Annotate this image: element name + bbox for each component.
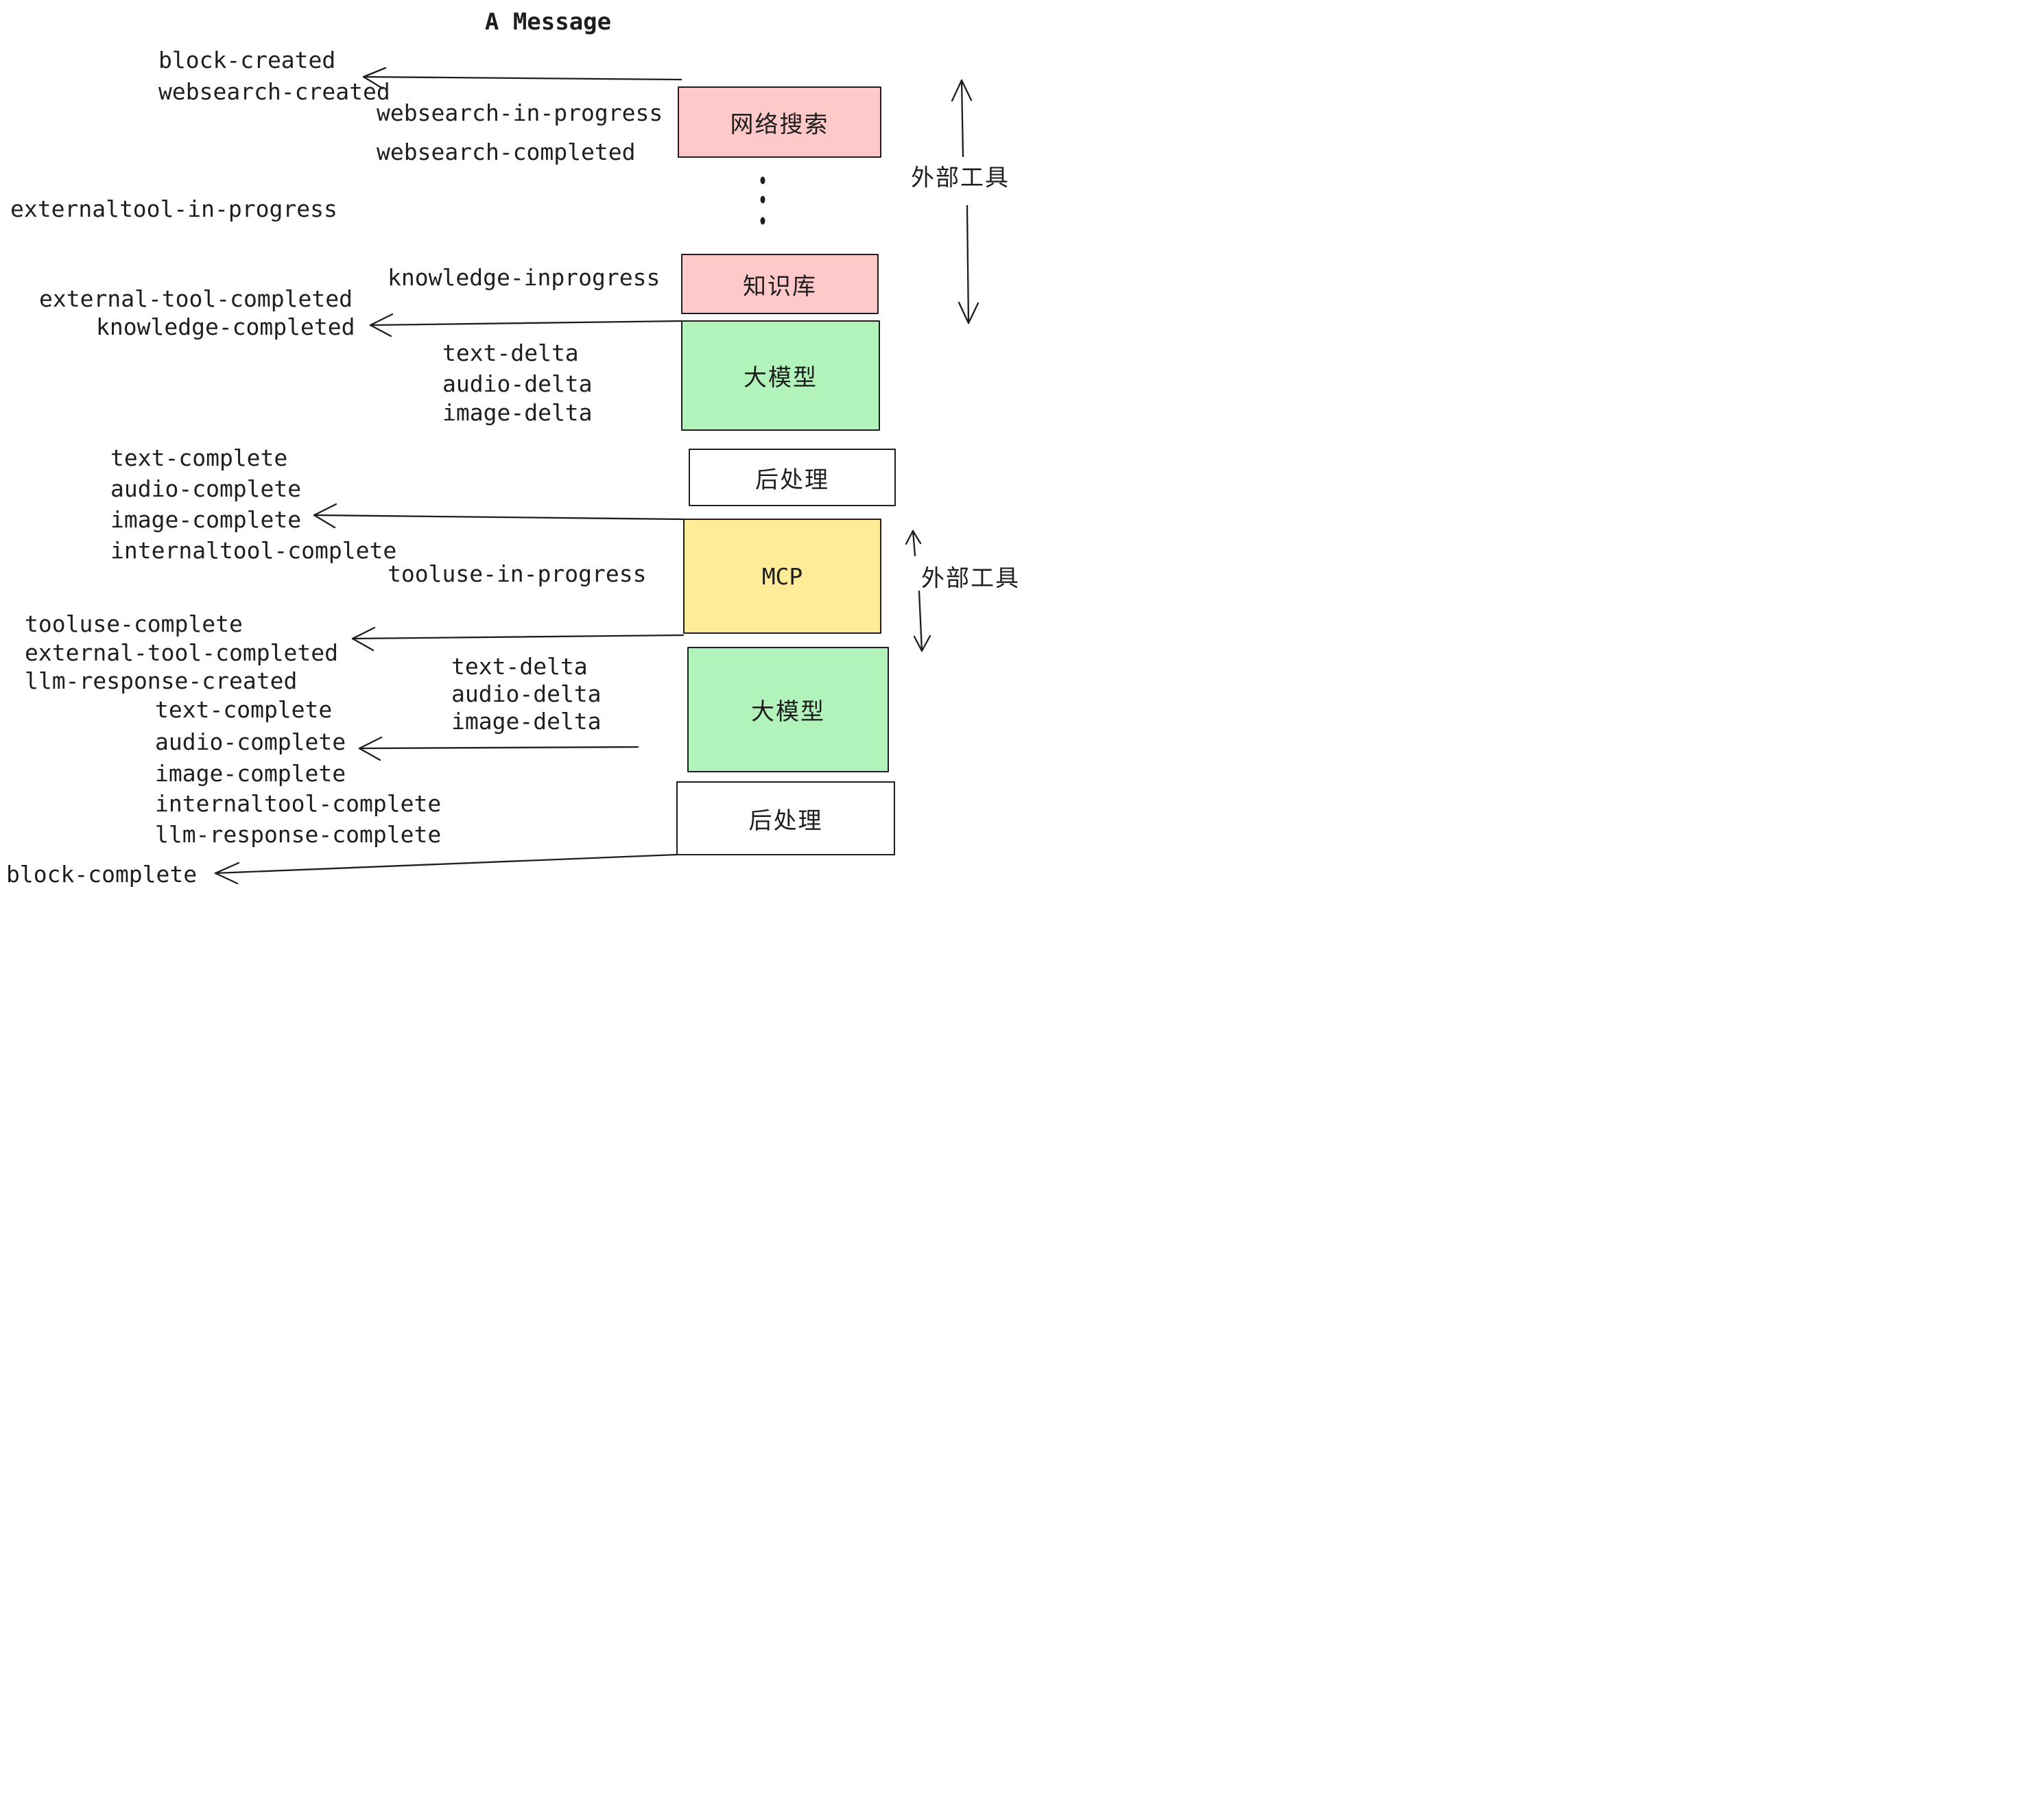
ellipsis-dots [760, 176, 765, 225]
event-label-audio-complete-1: audio-complete [110, 475, 302, 502]
node-postprocess-2-label: 后处理 [748, 807, 823, 835]
diagram-canvas: A Message block-created websearch-create… [0, 0, 1022, 902]
event-label-text-delta-1: text-delta [442, 340, 579, 366]
event-label-image-delta-2: image-delta [451, 708, 602, 735]
event-label-audio-delta-2: audio-delta [451, 680, 602, 707]
event-label-knowledge-inprogress: knowledge-inprogress [388, 264, 661, 291]
event-label-text-complete-2: text-complete [155, 696, 333, 723]
node-llm-2-label: 大模型 [751, 698, 825, 726]
arrow-external-tools-mcp-down [913, 590, 931, 652]
event-label-image-complete-1: image-complete [110, 506, 302, 533]
event-label-llm-response-complete: llm-response-complete [155, 821, 442, 848]
event-label-tooluse-complete: tooluse-complete [25, 610, 243, 637]
node-llm-1: 大模型 [681, 320, 880, 431]
event-label-externaltool-in-progress: externaltool-in-progress [10, 195, 337, 222]
event-label-image-complete-2: image-complete [155, 760, 346, 787]
external-tools-annotation-top: 外部工具 [911, 164, 1010, 192]
event-label-internaltool-complete-1: internaltool-complete [110, 537, 397, 564]
arrow-external-tools-down [958, 204, 979, 324]
event-label-block-created: block-created [158, 47, 336, 73]
arrow-external-tools-up [951, 79, 973, 158]
diagram-title: A Message [484, 8, 612, 36]
node-knowledge-label: 知识库 [743, 272, 817, 300]
node-llm-2: 大模型 [687, 647, 889, 772]
arrow-to-image-complete-1 [313, 503, 685, 529]
event-label-block-complete: block-complete [6, 861, 198, 888]
node-websearch: 网络搜索 [678, 86, 881, 158]
node-mcp: MCP [683, 519, 881, 634]
node-llm-1-label: 大模型 [744, 364, 818, 392]
event-label-text-delta-2: text-delta [451, 653, 588, 680]
arrow-to-tooluse-complete [351, 626, 685, 652]
event-label-external-tool-completed-2: external-tool-completed [25, 639, 338, 666]
arrow-external-tools-mcp-up [905, 530, 922, 557]
event-label-text-complete-1: text-complete [110, 444, 288, 471]
arrow-to-block-complete [214, 853, 678, 885]
event-label-audio-delta-1: audio-delta [442, 370, 593, 397]
event-label-audio-complete-2: audio-complete [155, 728, 346, 755]
arrows-layer [214, 67, 979, 885]
event-label-tooluse-in-progress: tooluse-in-progress [388, 560, 647, 587]
event-label-internaltool-complete-2: internaltool-complete [155, 790, 442, 817]
event-label-websearch-completed: websearch-completed [377, 139, 636, 165]
event-label-external-tool-completed-1: external-tool-completed [39, 285, 353, 312]
arrow-to-audio-complete-2 [358, 736, 639, 761]
node-postprocess-2: 后处理 [676, 781, 895, 855]
event-label-websearch-in-progress: websearch-in-progress [377, 99, 663, 126]
node-mcp-label: MCP [761, 562, 803, 590]
event-label-websearch-created: websearch-created [158, 78, 390, 105]
event-label-knowledge-completed: knowledge-completed [96, 313, 355, 340]
arrow-to-knowledge-completed [369, 313, 682, 337]
node-knowledge: 知识库 [681, 254, 879, 314]
event-label-llm-response-created: llm-response-created [25, 667, 298, 694]
node-websearch-label: 网络搜索 [730, 110, 829, 139]
node-postprocess-1: 后处理 [689, 449, 896, 506]
node-postprocess-1-label: 后处理 [755, 466, 829, 494]
event-label-image-delta-1: image-delta [442, 399, 593, 426]
arrow-to-websearch-created [362, 67, 682, 90]
external-tools-annotation-mcp: 外部工具 [921, 565, 1020, 593]
